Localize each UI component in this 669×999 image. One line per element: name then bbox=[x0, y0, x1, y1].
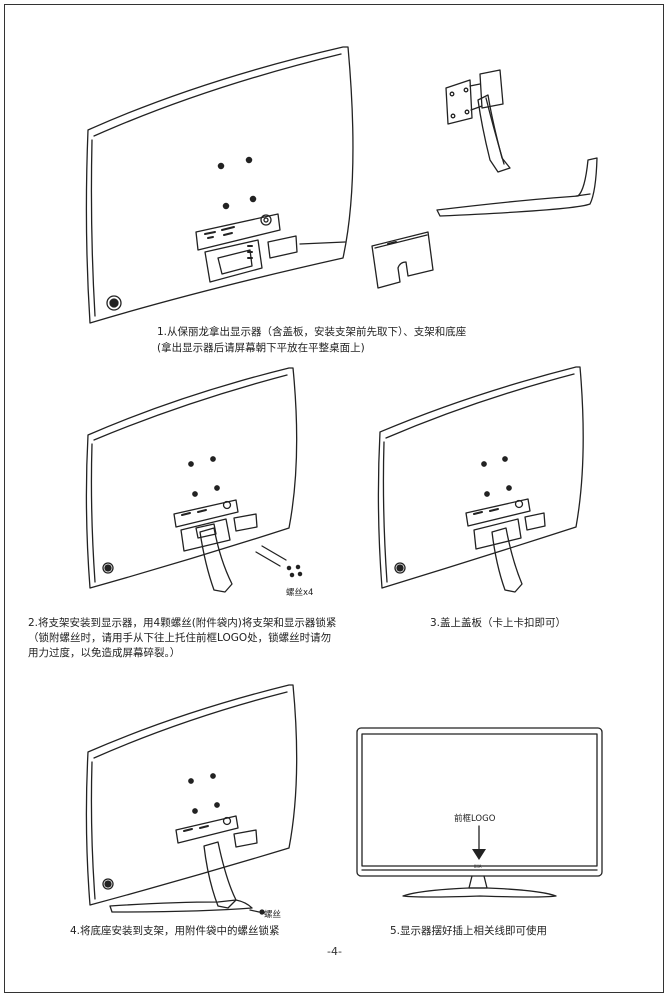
logo-arrow-icon bbox=[472, 849, 486, 860]
screw-label: 螺丝 bbox=[264, 910, 282, 920]
step1-stand-arm bbox=[445, 69, 511, 173]
page-frame bbox=[4, 4, 664, 993]
step2-note-2: 用力过度，以免造成屏幕碎裂。） bbox=[28, 647, 181, 659]
page-number: -4- bbox=[327, 945, 342, 958]
front-logo-label: 前框LOGO bbox=[454, 814, 496, 824]
step1-base bbox=[436, 157, 598, 217]
step4-caption: 4.将底座安装到支架，用附件袋中的螺丝锁紧 bbox=[70, 925, 280, 937]
screws-x4-label: 螺丝x4 bbox=[286, 588, 314, 598]
step2-caption: 2.将支架安装到显示器，用4颗螺丝(附件袋内)将支架和显示器锁紧 bbox=[28, 617, 337, 629]
step2-screws bbox=[255, 545, 303, 578]
step4-monitor bbox=[85, 684, 298, 915]
step3-monitor bbox=[377, 366, 584, 593]
step1-cover-plate bbox=[371, 231, 434, 289]
step1-note: (拿出显示器后请屏幕朝下平放在平整桌面上) bbox=[157, 342, 365, 354]
step5-caption: 5.显示器摆好插上相关线即可使用 bbox=[390, 925, 548, 937]
bezel-brand-label: IIIIA bbox=[474, 864, 482, 869]
step2-note-1: （锁附螺丝时，请用手从下往上托住前框LOGO处，锁螺丝时请勿 bbox=[28, 632, 332, 644]
step5-monitor-front bbox=[356, 727, 603, 898]
step2-monitor bbox=[85, 367, 298, 593]
step1-caption: 1.从保丽龙拿出显示器（含盖板，安装支架前先取下）、支架和底座 bbox=[157, 326, 467, 338]
step3-caption: 3.盖上盖板（卡上卡扣即可） bbox=[430, 617, 567, 629]
step1-monitor-back bbox=[85, 46, 354, 324]
